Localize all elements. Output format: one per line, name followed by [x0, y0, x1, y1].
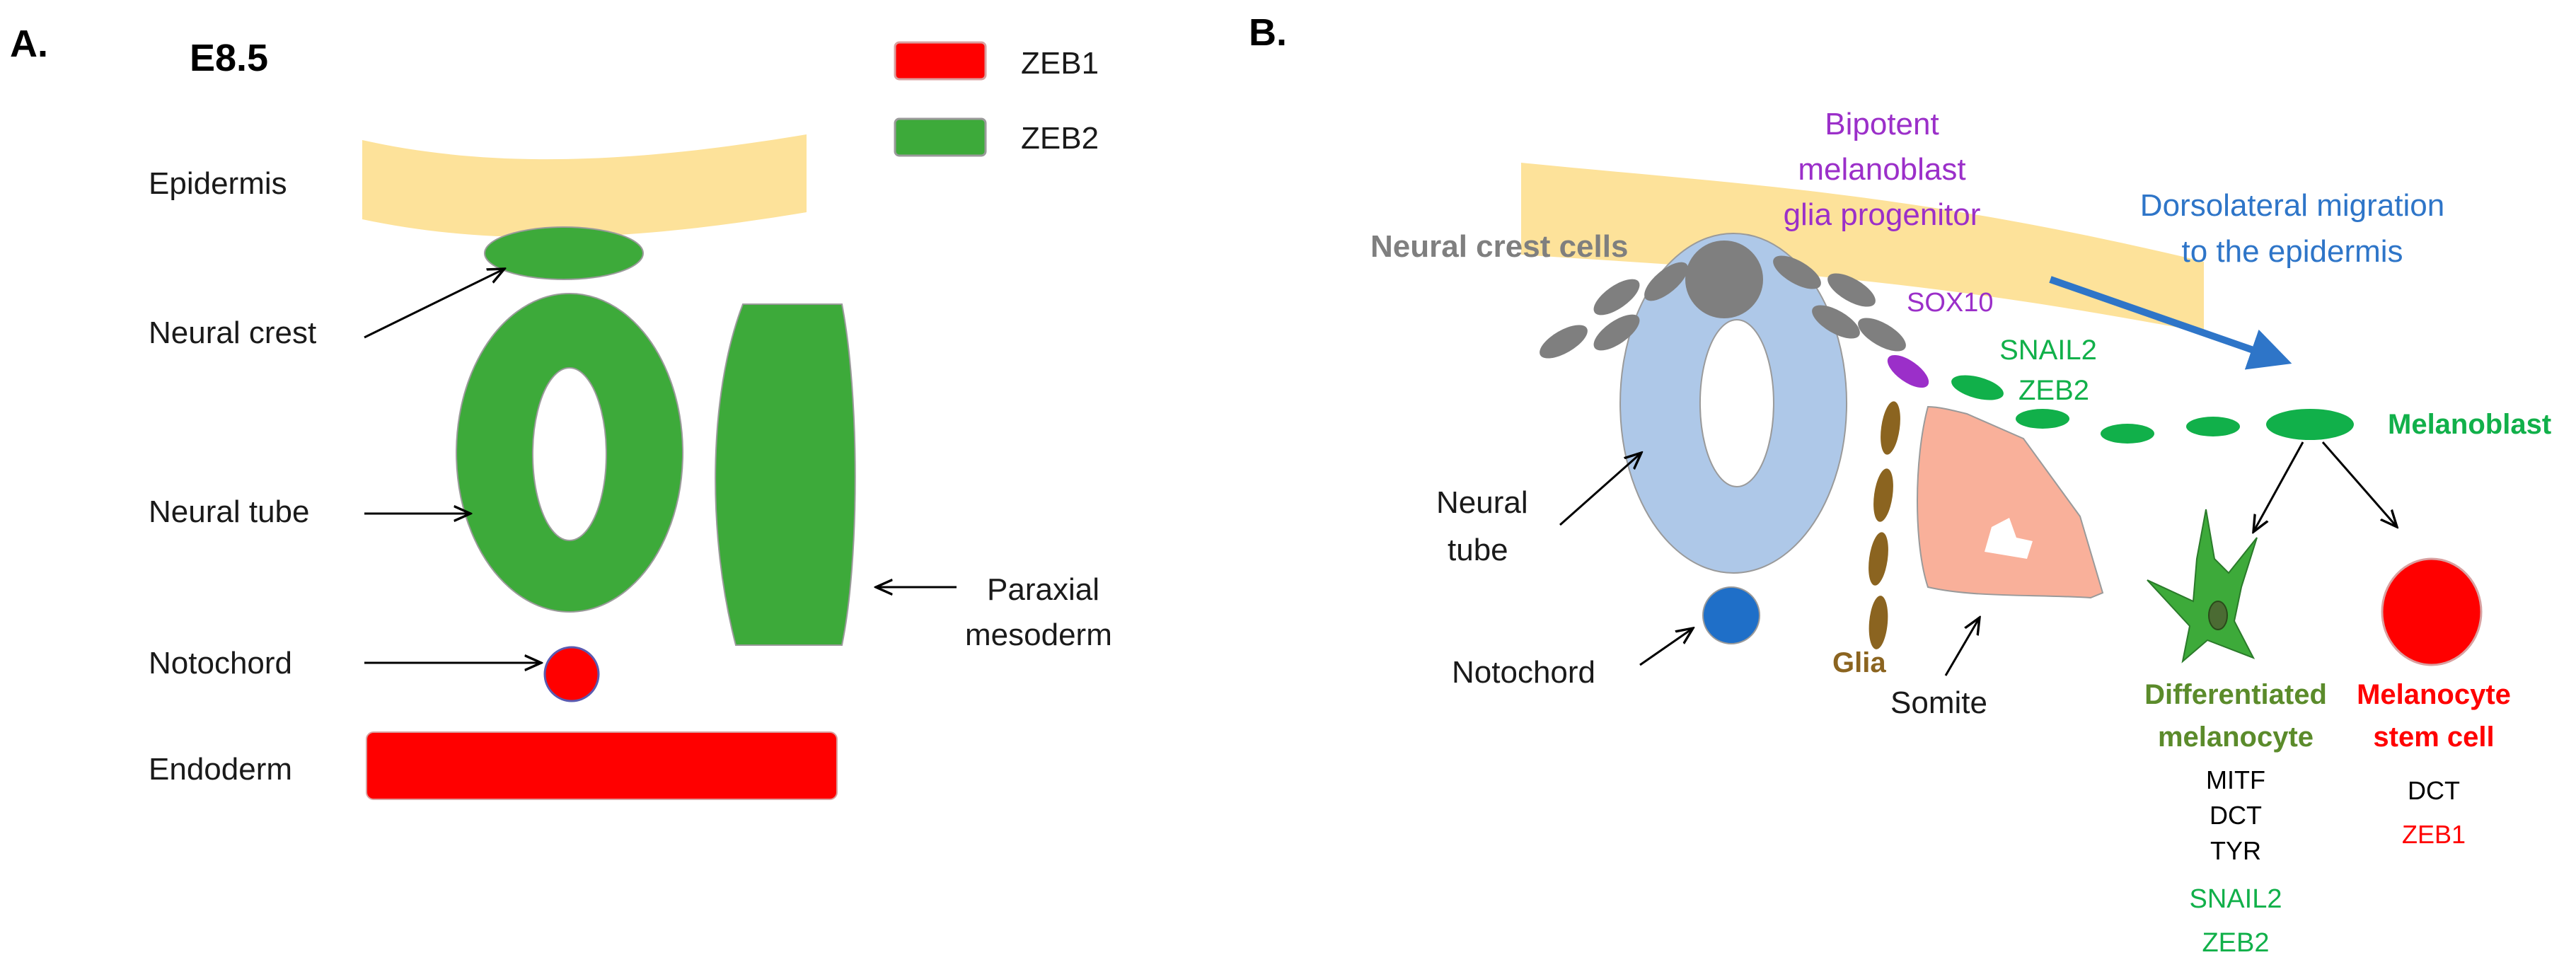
panel-a: A. E8.5 ZEB1 ZEB2 Epidermis Neural crest…	[10, 23, 1112, 800]
panel-a-label: A.	[10, 23, 48, 65]
differentiated-label-line1: Differentiated	[2144, 679, 2327, 710]
zeb2-label: ZEB2	[2018, 375, 2089, 406]
notochord-arrow-b	[1639, 628, 1693, 666]
legend-swatch-zeb2	[894, 117, 987, 157]
endoderm-shape	[366, 731, 838, 800]
migrating-melanoblasts	[1951, 375, 2354, 444]
glia-cells	[1869, 401, 1900, 649]
arrow-to-differentiated	[2253, 441, 2304, 532]
paraxial-mesoderm-shape	[715, 303, 856, 646]
glia-cell	[1873, 468, 1893, 522]
notochord-shape-a	[543, 646, 600, 702]
migrating-melanoblast	[2186, 417, 2240, 436]
stem-marker-dct: DCT	[2408, 776, 2460, 805]
migrating-melanoblast	[2101, 424, 2154, 444]
glia-cell	[1869, 532, 1888, 586]
neural-crest-cell	[1540, 325, 1588, 359]
neural-tube-label: Neural tube	[149, 494, 309, 529]
epidermis-band-b	[1521, 163, 2204, 332]
legend: ZEB1 ZEB2	[894, 41, 1099, 157]
melanoblast-cell	[2266, 409, 2354, 440]
melanocyte-stem-cell-shape	[2381, 557, 2483, 666]
migrating-melanoblast	[2016, 409, 2069, 429]
diff-marker-mitf: MITF	[2206, 765, 2265, 794]
stem-marker-zeb1: ZEB1	[2402, 820, 2466, 849]
diff-marker-tyr: TYR	[2210, 836, 2261, 865]
differentiated-melanocyte-shape	[2147, 509, 2258, 664]
diff-marker-zeb2: ZEB2	[2202, 928, 2269, 958]
glia-label: Glia	[1832, 647, 1886, 678]
neural-crest-cells	[1540, 241, 1906, 359]
neural-crest-cell	[1644, 262, 1688, 301]
bipotent-label-line3: glia progenitor	[1784, 197, 1981, 232]
somite-label: Somite	[1890, 685, 1987, 720]
migration-label-line2: to the epidermis	[2181, 234, 2403, 269]
migrating-melanoblast	[1951, 375, 2004, 400]
neural-crest-shape	[484, 226, 644, 280]
paraxial-label-line2: mesoderm	[965, 618, 1112, 652]
legend-label-zeb2: ZEB2	[1021, 121, 1099, 156]
neural-tube-label-b-line2: tube	[1448, 533, 1508, 567]
arrow-to-stem-cell	[2321, 441, 2397, 527]
neural-crest-cells-label: Neural crest cells	[1370, 229, 1628, 264]
panel-b: B. Neural crest cells SOX10 Bipotent mel…	[1249, 11, 2551, 958]
somite-cavity	[1985, 518, 2033, 559]
notochord-label-a: Notochord	[149, 646, 292, 681]
neural-crest-cell	[1773, 255, 1821, 289]
neural-crest-cell-top	[1685, 241, 1763, 318]
stage-label: E8.5	[190, 37, 268, 79]
melanoblast-label: Melanoblast	[2388, 409, 2551, 440]
neural-crest-label: Neural crest	[149, 315, 316, 350]
glia-cell	[1881, 401, 1900, 455]
legend-label-zeb1: ZEB1	[1021, 46, 1099, 81]
glia-cell	[1869, 596, 1888, 649]
stem-label-line2: stem cell	[2373, 722, 2494, 753]
neural-crest-cell	[1827, 273, 1876, 307]
neural-crest-cell	[1812, 305, 1860, 339]
somite-shape	[1917, 405, 2104, 599]
neural-tube-arrow-b	[1559, 453, 1641, 526]
neural-tube-shape	[456, 293, 683, 613]
melanocyte-nucleus	[2208, 601, 2228, 630]
diff-marker-dct: DCT	[2210, 801, 2262, 830]
differentiated-label-line2: melanocyte	[2158, 722, 2314, 753]
endoderm-label: Endoderm	[149, 752, 292, 787]
neural-tube-label-b-line1: Neural	[1436, 485, 1528, 520]
sox10-label: SOX10	[1907, 288, 1994, 318]
epidermis-band-a	[362, 134, 807, 238]
neural-crest-cell	[1593, 279, 1640, 315]
migration-label-line1: Dorsolateral migration	[2140, 188, 2444, 223]
neural-crest-arrow	[364, 269, 504, 339]
stem-label-line1: Melanocyte	[2357, 679, 2511, 710]
panel-b-label: B.	[1249, 11, 1287, 54]
somite-arrow	[1944, 618, 1980, 676]
bipotent-label-line2: melanoblast	[1798, 152, 1965, 187]
neural-crest-cell	[1593, 314, 1640, 351]
neural-crest-cell	[1858, 318, 1906, 352]
bipotent-label-line1: Bipotent	[1825, 107, 1939, 141]
notochord-label-b: Notochord	[1452, 655, 1595, 690]
snail2-label: SNAIL2	[1999, 335, 2097, 366]
migration-arrow	[2049, 276, 2292, 370]
paraxial-label-line1: Paraxial	[987, 572, 1099, 607]
epidermis-label: Epidermis	[149, 166, 287, 201]
diff-marker-snail2: SNAIL2	[2190, 884, 2282, 914]
notochord-shape-b	[1702, 586, 1760, 644]
legend-swatch-zeb1	[894, 41, 987, 81]
sox10-cell	[1887, 354, 1929, 388]
